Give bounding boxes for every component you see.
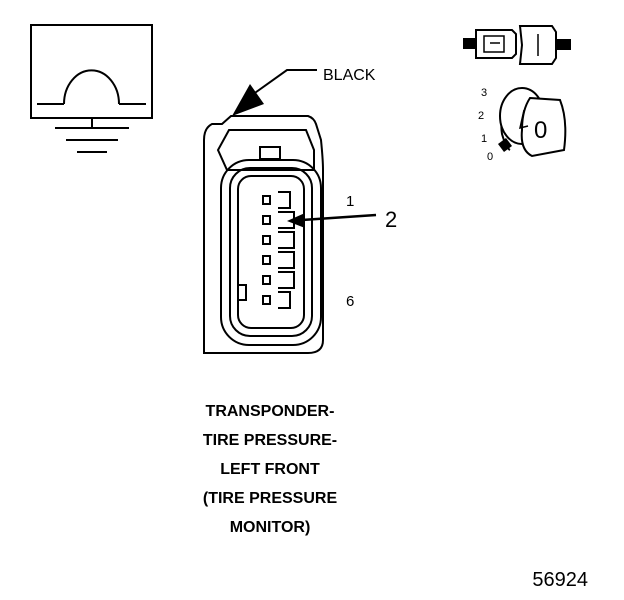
pin-6-label: 6 — [346, 293, 354, 310]
wire-color-leader — [232, 69, 317, 116]
wire-color-label: BLACK — [323, 67, 376, 84]
caption-line: MONITOR) — [230, 519, 311, 536]
pin-1-label: 1 — [346, 193, 354, 210]
caption-line: (TIRE PRESSURE — [203, 490, 338, 507]
ground-symbol-icon — [30, 24, 153, 153]
figure-number: 56924 — [532, 569, 588, 591]
connector-caption: TRANSPONDER- TIRE PRESSURE- LEFT FRONT (… — [203, 403, 338, 536]
pin-callout-arrow — [287, 213, 377, 228]
plug-connector-icon — [463, 25, 571, 65]
key-position-1-label: 1 — [481, 133, 487, 145]
key-position-2-label: 2 — [478, 110, 484, 122]
key-position-0-label: 0 — [487, 151, 493, 163]
caption-line: LEFT FRONT — [220, 461, 320, 478]
key-face-label: 0 — [534, 117, 547, 144]
caption-line: TRANSPONDER- — [206, 403, 335, 420]
ignition-key-icon: 3 2 1 0 0 — [478, 87, 567, 163]
caption-line: TIRE PRESSURE- — [203, 432, 337, 449]
key-position-3-label: 3 — [481, 87, 487, 99]
callout-number-label: 2 — [385, 207, 397, 232]
pin-cavities — [262, 191, 295, 309]
connector-body — [203, 115, 324, 354]
